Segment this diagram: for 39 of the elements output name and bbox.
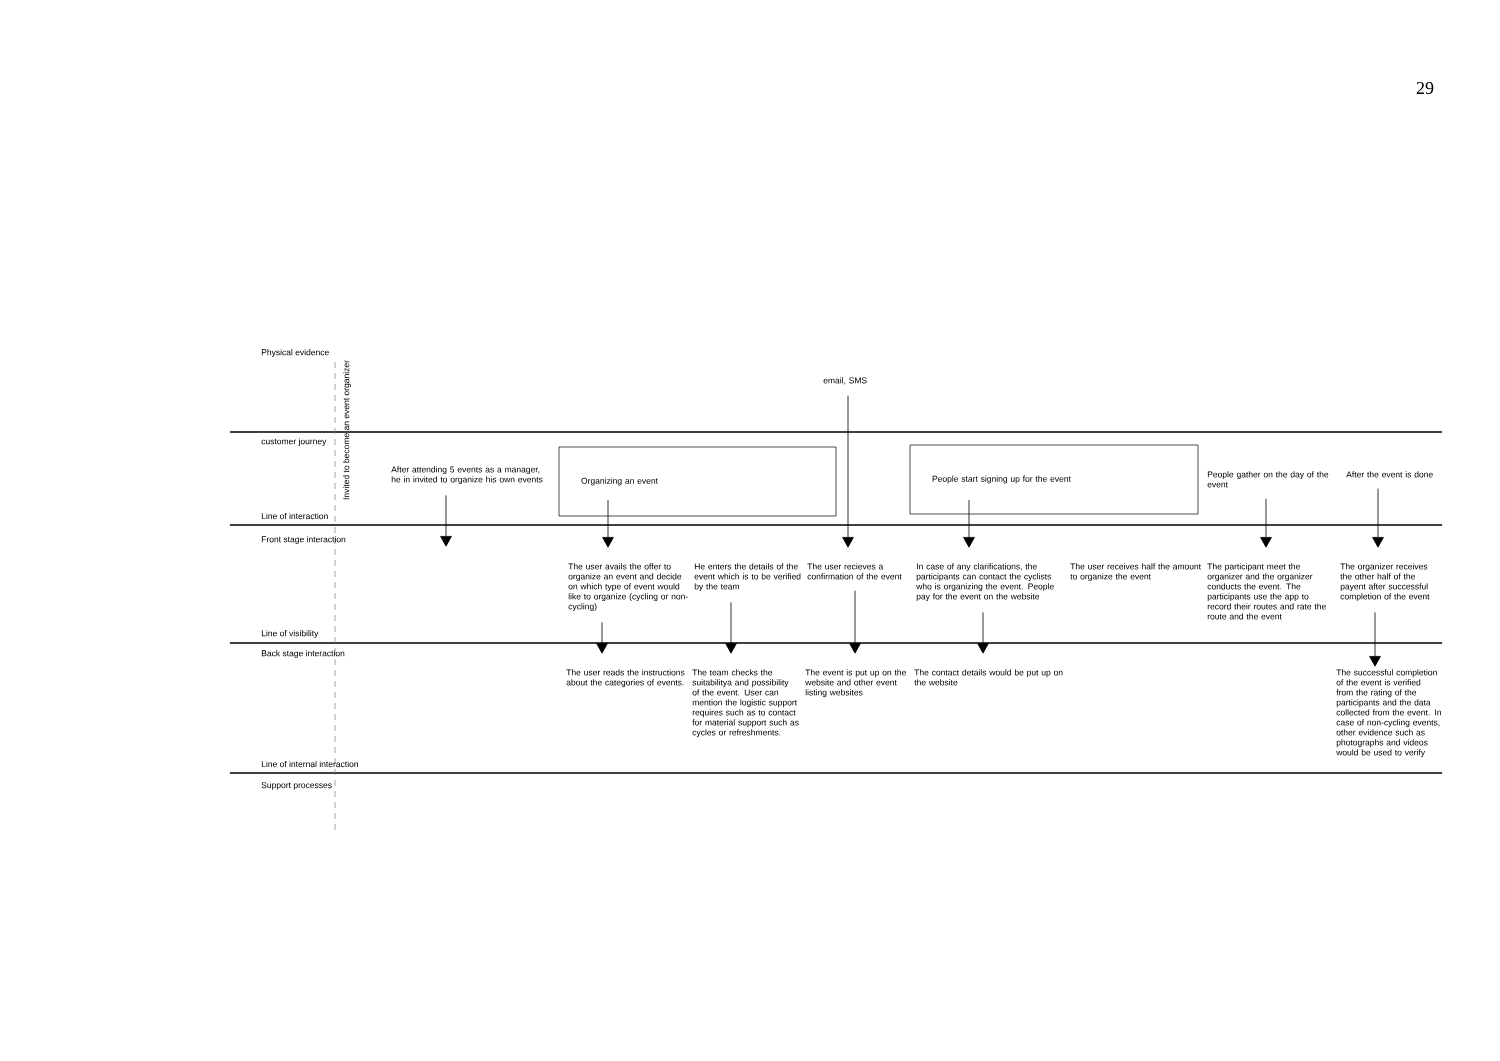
arrow [596,621,608,654]
process-box: People start signing up for the event [909,444,1199,515]
step-text: The participant meet the organizer and the organizer conducts the event. The participants use the app to record their routes and rate the route and the event [1207,563,1326,620]
step-text: The user reads the instructions about the categories of events. [566,669,685,688]
step-text: The organizer receives the other half of the payent after successful completion of the event [1340,563,1430,602]
lane-label: Line of interaction [261,512,328,520]
arrow [842,395,854,548]
lane-label: Back stage interaction [261,650,345,658]
lane-label: Line of internal interaction [261,760,358,768]
step-text: The team checks the suitabilitya and possibility of the event. User can mention the logistic support requires such as to contact for material support such as cycles or refreshments. [692,669,799,738]
arrow [963,499,975,548]
step-text: The user avails the offer to organize an event and decide on which type of event would like to organize (cycling or non-cycling) [568,563,688,612]
step-text: After the event is done [1346,471,1433,478]
arrow [977,611,989,654]
lane-label: Line of visibility [261,630,319,638]
step-text: He enters the details of the event which is to be verified by the team [694,563,801,592]
step-text: The event is put up on the website and other event listing websites [805,669,906,698]
page-number: 29 [1416,81,1434,95]
lane-label: Support processes [261,782,332,790]
arrow [849,590,861,654]
arrow [725,601,737,654]
arrow [1372,488,1384,548]
step-text: The user receives half the amount to organize the event [1070,563,1201,582]
arrow [602,499,614,548]
step-text: After attending 5 events as a manager, he in invited to organize his own events [391,466,543,485]
lane-label: customer journey [261,438,327,446]
lane-label: Physical evidence [261,349,329,357]
arrow [1369,611,1381,667]
lane-label: Front stage interaction [261,536,346,544]
step-text: In case of any clarifications, the participants can contact the cyclists who is organizing the event. People pay for the event on the website [916,563,1054,602]
vertical-label: Invited to become an event organizer [343,360,351,500]
step-text: email, SMS [823,377,867,385]
step-text: The user recieves a confirmation of the event [807,563,902,580]
arrow [1260,498,1272,548]
step-text: The contact details would be put up on the website [914,669,1063,686]
step-text: People gather on the day of the event [1207,471,1329,488]
process-box: Organizing an event [558,446,837,517]
step-text: The successful completion of the event is verified from the rating of the participants and the data collected from the event. In case of non-cycling events, other evidence such as photographs and videos would be used to verify [1336,669,1441,758]
arrow [440,494,452,547]
